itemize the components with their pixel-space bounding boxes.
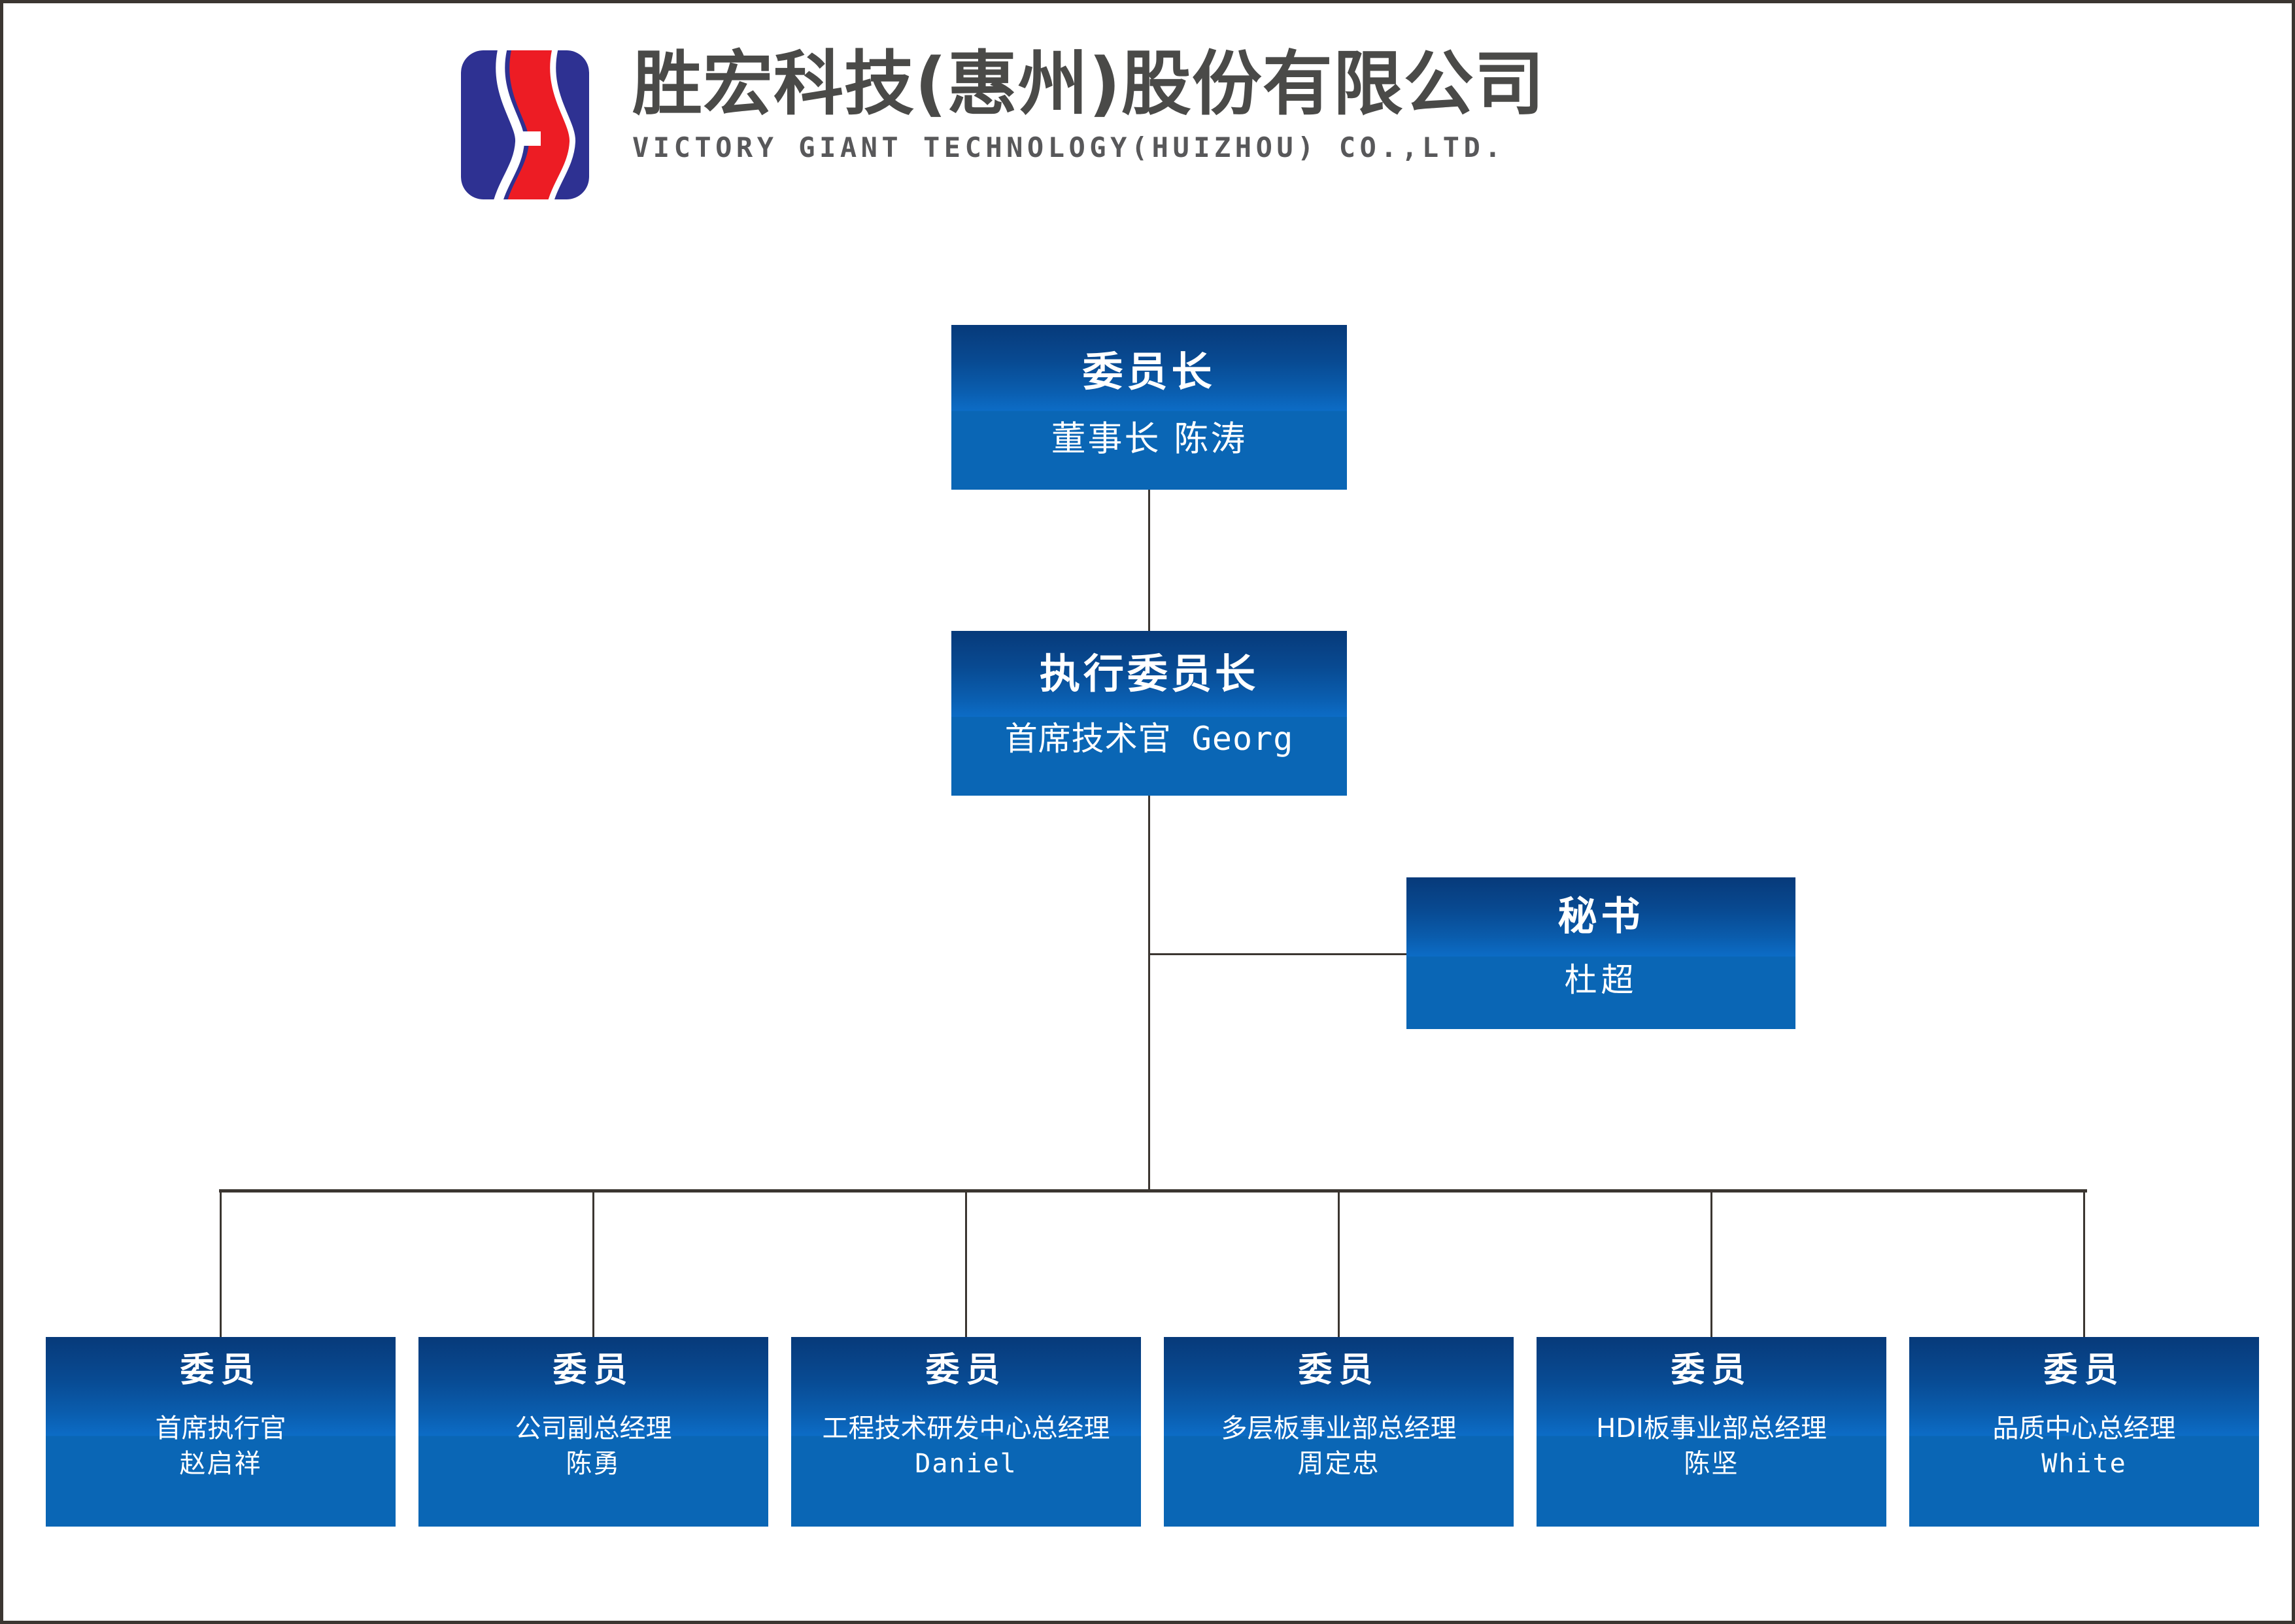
org-node-title: 秘书	[1557, 894, 1644, 939]
connector-exec-spine	[1148, 796, 1150, 1192]
org-node-secretary[interactable]: 秘书 杜超	[1406, 877, 1795, 1029]
org-node-person: 陈勇	[566, 1448, 621, 1479]
org-node-title: 委员	[1671, 1351, 1752, 1390]
org-node-title: 委员	[180, 1351, 262, 1390]
org-node-subtitle: 品质中心总经理	[1992, 1413, 2176, 1444]
org-node-subtitle: 多层板事业部总经理	[1221, 1413, 1457, 1444]
org-node-person: 赵启祥	[179, 1448, 262, 1479]
connector-chairman-to-exec	[1148, 490, 1150, 632]
org-node-title: 委员长	[1082, 348, 1216, 396]
org-node-subtitle: 工程技术研发中心总经理	[822, 1413, 1110, 1444]
org-node-title: 执行委员长	[1039, 650, 1259, 698]
connector-bus-to-member-2	[965, 1191, 967, 1338]
company-header: 胜宏科技(惠州)股份有限公司 VICTORY GIANT TECHNOLOGY(…	[461, 48, 1545, 199]
org-node-person: 周定忠	[1297, 1448, 1380, 1479]
connector-bus-to-member-1	[592, 1191, 594, 1338]
connector-exec-to-secretary	[1148, 953, 1408, 955]
org-node-subtitle: 首席技术官 Georg	[1004, 720, 1294, 758]
company-name-cn: 胜宏科技(惠州)股份有限公司	[632, 44, 1545, 125]
org-node-subtitle: 杜超	[1564, 961, 1638, 999]
connector-bus-to-member-3	[1338, 1191, 1340, 1338]
org-node-member-multilayer-division[interactable]: 委员 多层板事业部总经理 周定忠	[1164, 1337, 1514, 1527]
org-node-title: 委员	[925, 1351, 1007, 1390]
org-node-title: 委员	[1298, 1351, 1380, 1390]
company-name-en: VICTORY GIANT TECHNOLOGY(HUIZHOU) CO.,LT…	[632, 131, 1506, 164]
connector-bus-to-member-0	[220, 1191, 222, 1338]
org-node-title: 委员	[552, 1351, 634, 1390]
org-node-executive-chairman[interactable]: 执行委员长 首席技术官 Georg	[951, 631, 1347, 796]
org-node-member-deputy-gm[interactable]: 委员 公司副总经理 陈勇	[418, 1337, 768, 1527]
org-node-subtitle: 董事长 陈涛	[1051, 419, 1248, 460]
org-node-member-hdi-division[interactable]: 委员 HDI板事业部总经理 陈坚	[1537, 1337, 1886, 1527]
org-node-chairman[interactable]: 委员长 董事长 陈涛	[951, 325, 1347, 490]
connector-bus-to-member-5	[2083, 1191, 2085, 1338]
org-node-person: Daniel	[915, 1448, 1017, 1479]
org-node-subtitle: 公司副总经理	[515, 1413, 672, 1444]
org-node-member-quality-center[interactable]: 委员 品质中心总经理 White	[1909, 1337, 2259, 1527]
org-node-subtitle: 首席执行官	[155, 1413, 286, 1444]
org-node-member-ceo[interactable]: 委员 首席执行官 赵启祥	[46, 1337, 396, 1527]
connector-bus-to-member-4	[1710, 1191, 1712, 1338]
victory-giant-s-logo-icon	[461, 50, 589, 199]
org-node-person: White	[2041, 1448, 2127, 1479]
org-node-title: 委员	[2043, 1351, 2125, 1390]
org-node-member-rd-center[interactable]: 委员 工程技术研发中心总经理 Daniel	[791, 1337, 1141, 1527]
company-title-block: 胜宏科技(惠州)股份有限公司 VICTORY GIANT TECHNOLOGY(…	[632, 44, 1545, 164]
connector-member-bus	[219, 1189, 2087, 1193]
org-node-person: 陈坚	[1684, 1448, 1739, 1479]
org-node-subtitle: HDI板事业部总经理	[1596, 1413, 1827, 1444]
